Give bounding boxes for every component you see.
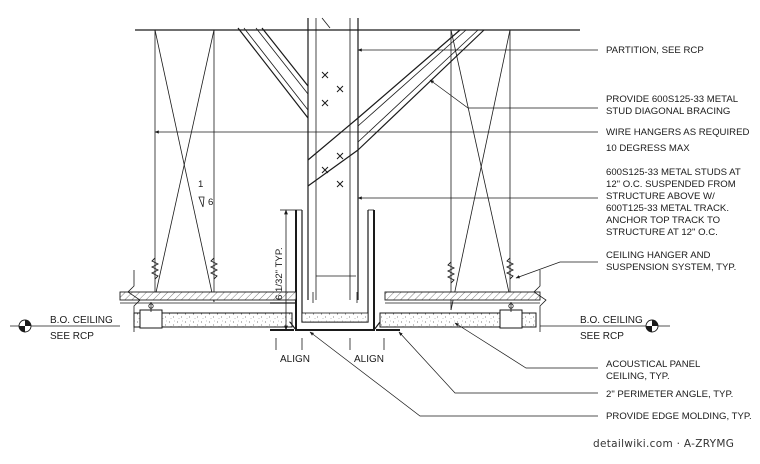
diagonal-bracing-left: [237, 27, 309, 119]
level-tag-right: B.O. CEILING SEE RCP: [540, 315, 670, 342]
note-suspension-line2: SUSPENSION SYSTEM, TYP.: [606, 262, 736, 273]
hanger-wire-twists: [150, 257, 515, 284]
note-studs-line6: STRUCTURE AT 12" O.C.: [606, 227, 718, 238]
perimeter-angles: [270, 321, 400, 331]
break-lines: [127, 270, 547, 332]
note-suspension-line1: CEILING HANGER AND: [606, 250, 711, 261]
note-studs-line3: STRUCTURE ABOVE W/: [606, 191, 715, 202]
note-studs-line5: ANCHOR TOP TRACK TO: [606, 215, 720, 226]
note-bracing-line2: STUD DIAGONAL BRACING: [606, 106, 730, 117]
level-tag-right-line2: SEE RCP: [580, 331, 624, 342]
dimension-label: 6 1/32" TYP.: [274, 247, 285, 300]
note-studs-line2: 12" O.C. SUSPENDED FROM: [606, 179, 736, 190]
note-bracing-line1: PROVIDE 600S125-33 METAL: [606, 94, 739, 105]
level-tag-left: B.O. CEILING SEE RCP: [10, 315, 120, 342]
note-hangers-line1: WIRE HANGERS AS REQUIRED: [606, 127, 749, 138]
align-right-marker: ALIGN: [349, 338, 385, 365]
partition-studs: [307, 17, 359, 300]
note-panel-line2: CEILING, TYP.: [606, 371, 670, 382]
note-angle: 2" PERIMETER ANGLE, TYP.: [606, 389, 733, 400]
slope-indicator: 1 6: [198, 179, 213, 208]
bottom-track: [295, 209, 375, 331]
note-hangers-line2: 10 DEGRESS MAX: [606, 143, 690, 154]
note-molding: PROVIDE EDGE MOLDING, TYP.: [606, 411, 752, 422]
align-left-marker: ALIGN: [275, 338, 310, 365]
note-panel-line1: ACOUSTICAL PANEL: [606, 359, 701, 370]
align-left-label: ALIGN: [280, 354, 310, 365]
leader-lines: [154, 48, 598, 417]
slope-rise: 1: [198, 179, 203, 190]
acoustical-panel-left: [133, 302, 293, 329]
note-studs-line1: 600S125-33 METAL STUDS AT: [606, 167, 741, 178]
ceiling-grid-right: [384, 291, 541, 304]
level-tag-right-line1: B.O. CEILING: [580, 315, 643, 326]
diagonal-bracing-right: [307, 29, 485, 187]
ceiling-grid-left: [119, 291, 297, 304]
callout-notes: PARTITION, SEE RCP PROVIDE 600S125-33 ME…: [606, 45, 752, 422]
note-partition: PARTITION, SEE RCP: [606, 45, 704, 56]
acoustical-panel-right: [379, 302, 537, 329]
level-tag-left-line2: SEE RCP: [50, 331, 94, 342]
wire-hanger-cones: [154, 29, 511, 311]
note-studs-line4: 600T125-33 METAL TRACK.: [606, 203, 729, 214]
align-right-label: ALIGN: [354, 354, 384, 365]
screw-marks: [321, 71, 344, 188]
level-tag-left-line1: B.O. CEILING: [50, 315, 113, 326]
slope-run: 6: [208, 197, 213, 208]
dimension-vertical: 6 1/32" TYP.: [274, 209, 296, 331]
watermark-credit: detailwiki.com · A-ZRYMG: [593, 438, 734, 450]
